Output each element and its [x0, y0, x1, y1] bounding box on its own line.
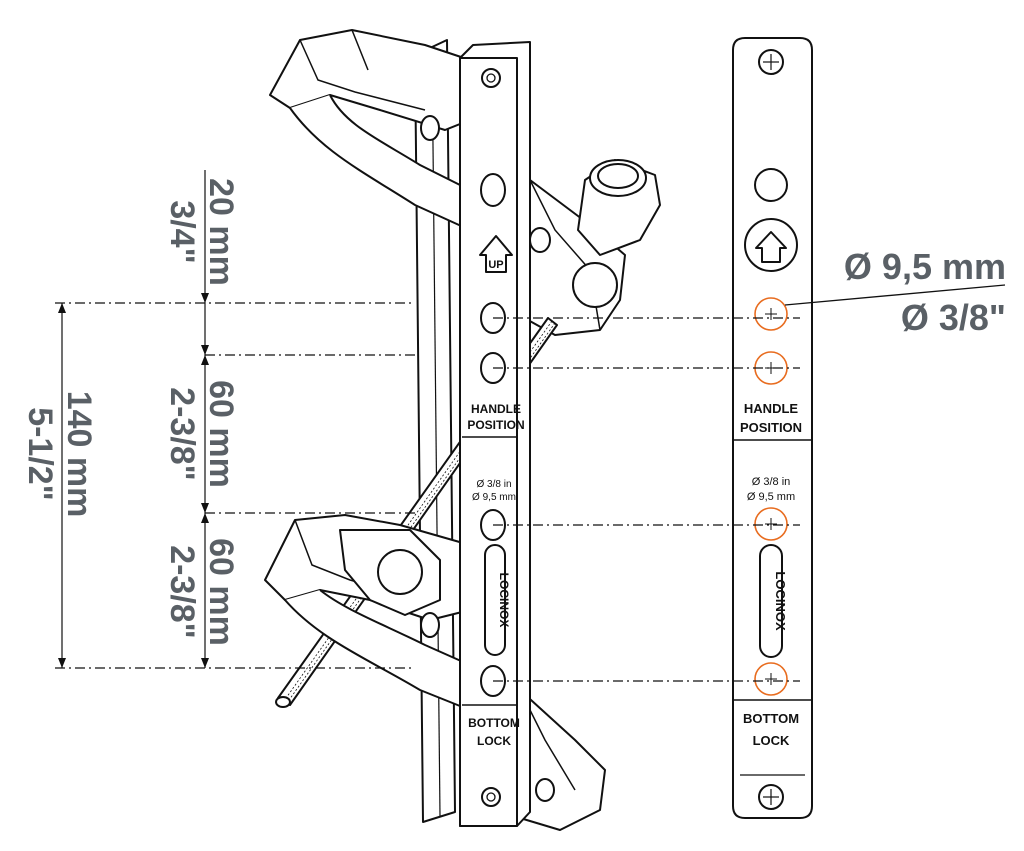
brand-logo: LOCINOX [497, 573, 511, 628]
dim-lower-mm: 60 mm [202, 538, 240, 646]
hole-size-callout: Ø 9,5 mm Ø 3/8" [844, 246, 1006, 338]
handle-label-line2: POSITION [467, 418, 524, 432]
callout-mm: Ø 9,5 mm [844, 246, 1006, 287]
handle-hole-upper [754, 297, 788, 331]
hole-size-mm: Ø 9,5 mm [472, 492, 516, 503]
dim-middle-mm: 60 mm [202, 380, 240, 488]
bottom-lock-line2: LOCK [753, 733, 790, 748]
bottom-lock-line1: BOTTOM [743, 711, 799, 726]
dim-top-mm: 20 mm [202, 178, 240, 286]
strike-plate-front-view: HANDLE POSITION Ø 3/8 in Ø 9,5 mm LOCINO… [732, 37, 813, 819]
hole-size-mm: Ø 9,5 mm [747, 491, 795, 503]
handle-label-line1: HANDLE [471, 402, 521, 416]
up-label: UP [488, 259, 503, 271]
hole-size-in: Ø 3/8 in [752, 476, 791, 488]
dim-overall-inch: 5-1/2" [21, 407, 59, 501]
brand-logo: LOCINOX [773, 571, 788, 631]
callout-inch: Ø 3/8" [901, 297, 1006, 338]
handle-label-line2: POSITION [740, 420, 802, 435]
up-arrow-icon: UP [479, 235, 513, 273]
dimension-lines [55, 170, 1006, 682]
bottom-lock-line2: LOCK [477, 734, 511, 748]
dim-overall-mm: 140 mm [60, 391, 98, 518]
dim-top-inch: 3/4" [163, 200, 201, 263]
dim-middle-inch: 2-3/8" [163, 387, 201, 481]
hole-size-in: Ø 3/8 in [476, 479, 511, 490]
bottom-lock-hole [754, 662, 788, 696]
dimension-labels: 20 mm 3/4" 60 mm 2-3/8" 60 mm 2-3/8" 140… [21, 178, 240, 646]
deadbolt-hole [754, 507, 788, 541]
dim-lower-inch: 2-3/8" [163, 545, 201, 639]
bottom-lock-line1: BOTTOM [468, 716, 520, 730]
hardware-3d-view: UP HANDLE POSITION Ø 3/8 in Ø 9,5 mm LOC… [264, 29, 661, 831]
strike-plate-3d: UP HANDLE POSITION Ø 3/8 in Ø 9,5 mm LOC… [459, 41, 531, 827]
handle-label-line1: HANDLE [744, 401, 798, 416]
